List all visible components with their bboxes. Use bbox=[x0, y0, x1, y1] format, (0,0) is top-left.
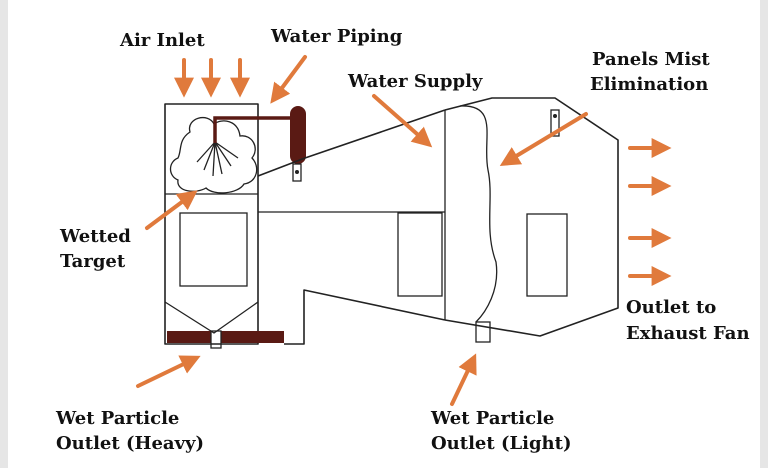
water-supply-label: Water Supply bbox=[347, 71, 483, 92]
panels-mist-label-line1: Panels Mist bbox=[592, 49, 710, 70]
light-outlet-label-line1: Wet Particle bbox=[430, 408, 554, 429]
heavy-outlet-drain bbox=[210, 330, 222, 349]
heavy-outlet-label-line2: Outlet (Heavy) bbox=[56, 433, 204, 454]
mist-section-outline bbox=[444, 97, 619, 337]
wetted-target-label-line2: Target bbox=[60, 251, 126, 272]
duct-top-edge bbox=[257, 109, 446, 177]
water-piping-arrow bbox=[270, 55, 307, 104]
water-valve-dot bbox=[295, 170, 299, 174]
panels-mist-arrow bbox=[499, 112, 588, 166]
water-piping-label: Water Piping bbox=[270, 26, 403, 47]
wetted-target-arrow bbox=[145, 190, 198, 230]
chamber-window bbox=[179, 212, 248, 287]
wetted-target-label-line1: Wetted bbox=[59, 226, 131, 247]
equipment bbox=[164, 97, 619, 349]
mist-panels-edge bbox=[459, 105, 498, 323]
light-outlet-arrow bbox=[450, 353, 477, 406]
spray-nozzle-lines bbox=[196, 141, 239, 177]
duct-bottom-edge bbox=[284, 289, 446, 345]
light-outlet-label-line2: Outlet (Light) bbox=[431, 433, 571, 454]
diagram-panel bbox=[8, 0, 760, 468]
outlet-exhaust-label-line1: Outlet to bbox=[626, 297, 716, 318]
mist-window bbox=[526, 213, 568, 297]
water-tank bbox=[290, 106, 306, 164]
light-outlet-drain bbox=[475, 321, 491, 343]
wetted-target-cloud bbox=[169, 116, 258, 194]
callout-arrows bbox=[136, 55, 672, 406]
heavy-outlet-bar-right bbox=[221, 331, 284, 343]
heavy-outlet-bar-left bbox=[167, 331, 211, 343]
outlet-exhaust-label-line2: Exhaust Fan bbox=[626, 323, 750, 344]
water-valve bbox=[292, 163, 302, 182]
duct-window bbox=[397, 212, 443, 297]
water-supply-arrow bbox=[372, 94, 433, 148]
panels-mist-label-line2: Elimination bbox=[590, 74, 708, 95]
heavy-outlet-label-line1: Wet Particle bbox=[55, 408, 179, 429]
heavy-outlet-arrow bbox=[136, 355, 201, 388]
mist-valve-dot bbox=[553, 114, 557, 118]
mist-valve bbox=[550, 109, 560, 137]
labels: Air Inlet Water Piping Water Supply Pane… bbox=[55, 26, 750, 454]
water-pipe bbox=[213, 116, 296, 143]
air-inlet-label: Air Inlet bbox=[119, 30, 205, 51]
wetted-chamber bbox=[164, 103, 259, 345]
chamber-hopper bbox=[164, 301, 259, 334]
